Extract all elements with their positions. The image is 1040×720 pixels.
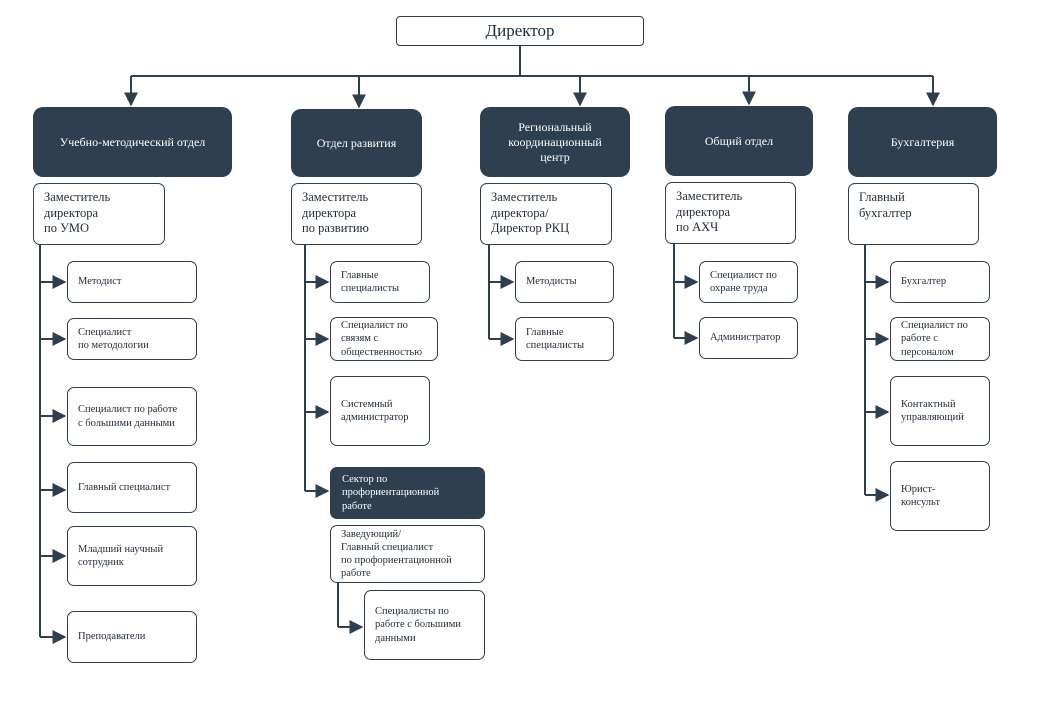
- staff-hr-specialist: Специалист по работе с персоналом: [890, 317, 990, 361]
- staff-legal-consultant: Юрист- консульт: [890, 461, 990, 531]
- dept-header-regional-center: Региональный координационный центр: [480, 107, 630, 177]
- staff-big-data-specialist: Специалист по работе с большими данными: [67, 387, 197, 446]
- deputy-general: Заместитель директора по АХЧ: [665, 182, 796, 244]
- staff-teachers: Преподаватели: [67, 611, 197, 663]
- staff-methodology-specialist: Специалист по методологии: [67, 318, 197, 360]
- staff-methodists: Методисты: [515, 261, 614, 303]
- dept-header-general: Общий отдел: [665, 106, 813, 176]
- director-box: Директор: [396, 16, 644, 46]
- staff-accountant: Бухгалтер: [890, 261, 990, 303]
- sector-career-guidance: Сектор по профориентационной работе: [330, 467, 485, 519]
- staff-chief-specialist: Главный специалист: [67, 462, 197, 513]
- staff-junior-researcher: Младший научный сотрудник: [67, 526, 197, 586]
- staff-chief-specialists-rcc: Главные специалисты: [515, 317, 614, 361]
- staff-methodist: Методист: [67, 261, 197, 303]
- deputy-development: Заместитель директора по развитию: [291, 183, 422, 245]
- dept-header-development: Отдел развития: [291, 109, 422, 177]
- staff-labor-safety-specialist: Специалист по охране труда: [699, 261, 798, 303]
- staff-big-data-specialists: Специалисты по работе с большими данными: [364, 590, 485, 660]
- deputy-umo: Заместитель директора по УМО: [33, 183, 165, 245]
- dept-header-accounting: Бухгалтерия: [848, 107, 997, 177]
- deputy-regional-center: Заместитель директора/ Директор РКЦ: [480, 183, 612, 245]
- chief-accountant: Главный бухгалтер: [848, 183, 979, 245]
- staff-chief-specialists: Главные специалисты: [330, 261, 430, 303]
- staff-administrator: Администратор: [699, 317, 798, 359]
- staff-contract-manager: Контактный управляющий: [890, 376, 990, 446]
- dept-header-umo: Учебно-методический отдел: [33, 107, 232, 177]
- sector-head: Заведующий/ Главный специалист по профор…: [330, 525, 485, 583]
- staff-system-administrator: Системный администратор: [330, 376, 430, 446]
- staff-pr-specialist: Специалист по связям с общественностью: [330, 317, 438, 361]
